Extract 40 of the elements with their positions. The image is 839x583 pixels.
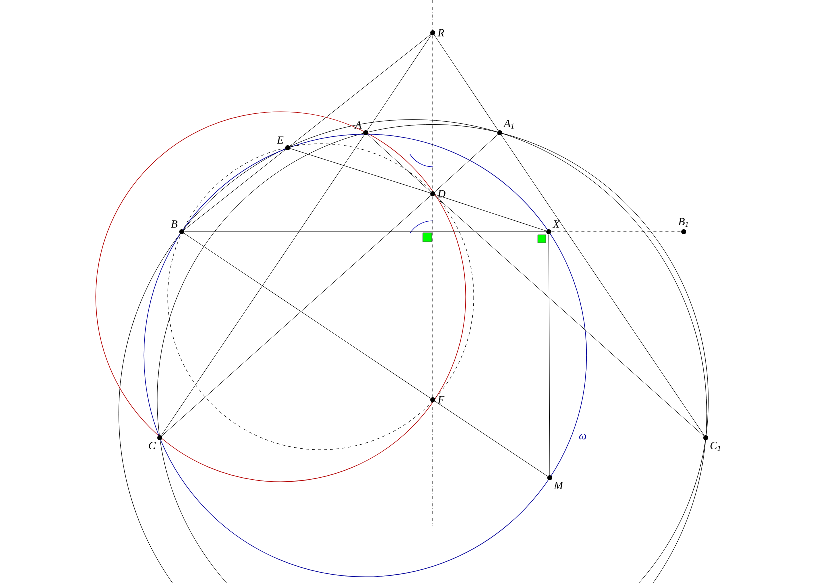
line-segment [434,35,499,131]
node-label: C [149,442,156,450]
point: F [430,396,445,404]
line-segment [162,196,432,436]
node-label: R [438,29,444,37]
circle-label: ω [579,434,586,440]
line-segment [501,134,705,436]
point: R [430,29,444,37]
line-segment [434,134,498,192]
node-label: A$_{1}$ [504,120,514,129]
node-label: E [277,136,284,144]
node-label: B$_{1}$ [678,218,688,228]
node-label: B [171,220,178,228]
node-label: M [554,482,564,490]
line-segment [290,148,431,194]
node-label: F [438,396,445,404]
line-segment [290,34,432,147]
line-segment [432,196,434,398]
point: X [546,220,560,234]
point: B [171,220,184,234]
line-segment [432,35,434,192]
line-segment [548,234,550,476]
node-label: D [438,190,446,198]
line-segment [161,134,365,436]
point: M [548,476,564,490]
line-segment [435,194,547,232]
point: C$_{1}$ [704,436,720,452]
line-segment [367,35,432,131]
node-label: X [552,220,560,228]
point: A$_{1}$ [498,120,514,136]
node-label: C$_{1}$ [710,442,720,452]
point: C [149,436,162,450]
line-segment [368,134,432,192]
line-segment [184,233,431,399]
line-segment [435,401,548,477]
point: D [430,190,446,198]
line-segment [434,196,704,436]
point: B$_{1}$ [678,218,688,234]
point: E [277,136,290,150]
line-segment [184,149,286,231]
